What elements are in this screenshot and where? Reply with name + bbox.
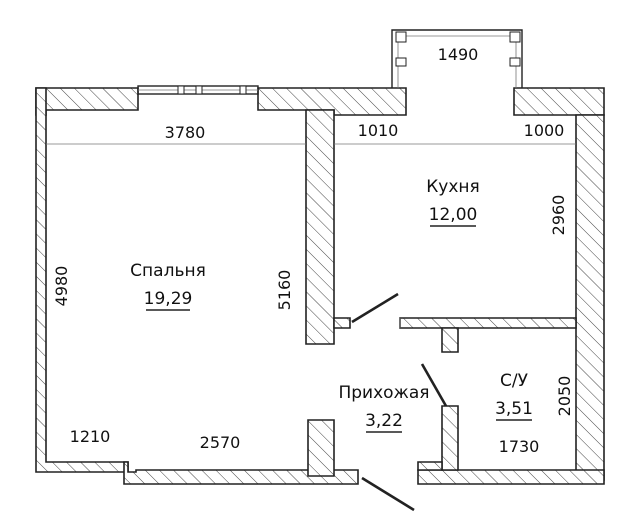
wall-bottom-bathroom — [417, 469, 605, 485]
wall-door-stub — [333, 317, 351, 329]
dim-bathroom-width: 1730 — [499, 437, 540, 456]
wall-bedroom-kitchen — [305, 109, 335, 345]
dim-bedroom-top: 3780 — [165, 123, 206, 142]
room-area-bedroom: 19,29 — [144, 289, 193, 309]
door-entrance — [361, 476, 415, 512]
wall-entrance-stub — [417, 461, 443, 471]
outer-walls — [35, 87, 605, 485]
wall-bathroom-left-lower — [441, 405, 459, 471]
dim-kitchen-left: 1010 — [358, 121, 399, 140]
room-area-kitchen: 12,00 — [429, 205, 478, 225]
room-area-hallway: 3,22 — [365, 411, 403, 431]
wall-top-left — [35, 87, 139, 116]
kitchen-balcony — [391, 29, 523, 88]
inner-walls — [305, 109, 577, 477]
wall-kitchen-bottom — [399, 317, 577, 329]
dim-bedroom-bottom-left: 1210 — [70, 427, 111, 446]
room-labels: Спальня 19,29 Кухня 12,00 Прихожая 3,22 … — [130, 177, 533, 433]
dim-bedroom-height: 4980 — [52, 266, 71, 307]
door-bathroom — [420, 363, 448, 407]
dim-bathroom-height: 2050 — [555, 376, 574, 417]
room-name-bedroom: Спальня — [130, 261, 206, 281]
dim-kitchen-right: 1000 — [524, 121, 565, 140]
room-name-kitchen: Кухня — [426, 177, 480, 197]
room-name-bathroom: С/У — [500, 371, 529, 391]
dim-bedroom-inner-height: 5160 — [275, 270, 294, 311]
doors — [351, 292, 448, 512]
dim-balcony-width: 1490 — [438, 45, 479, 64]
wall-right — [575, 114, 605, 481]
wall-bedroom-hallway — [307, 419, 335, 477]
wall-left — [35, 87, 129, 473]
dim-kitchen-height: 2960 — [549, 195, 568, 236]
door-bedroom — [351, 292, 399, 324]
room-area-bathroom: 3,51 — [495, 399, 533, 419]
room-name-hallway: Прихожая — [338, 383, 429, 403]
dim-bedroom-bottom-right: 2570 — [200, 433, 241, 452]
wall-bathroom-left-upper — [441, 327, 459, 353]
wall-bottom-bedroom — [123, 461, 359, 485]
bedroom-window — [137, 85, 259, 95]
dimension-labels: 1490 3780 1010 1000 2960 4980 5160 1210 … — [52, 45, 574, 456]
wall-top-right — [513, 87, 605, 116]
